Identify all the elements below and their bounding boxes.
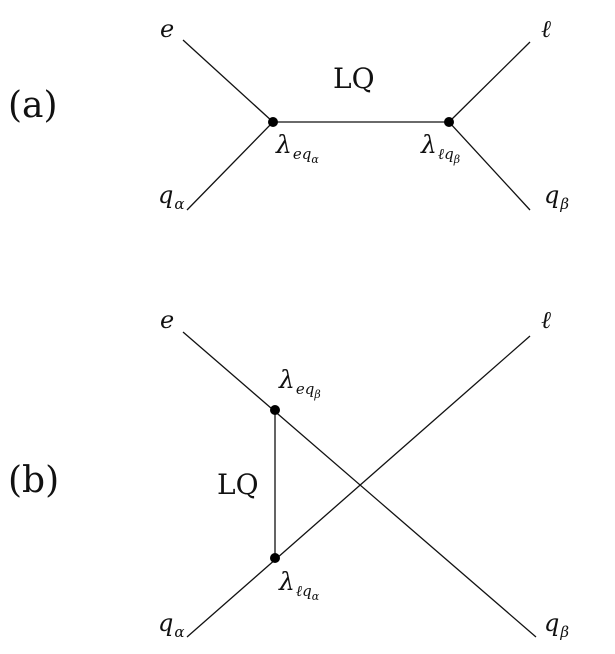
- panel-a-q-alpha-label: qα: [158, 181, 185, 213]
- panel-b-q-beta-label: qβ: [544, 609, 569, 641]
- panel-b: (b) e ℓ qα qβ LQ λeqβ λℓqα: [8, 306, 569, 641]
- panel-a-coupling-left: λeqα: [275, 130, 319, 166]
- panel-a-q-beta-label: qβ: [544, 181, 569, 213]
- panel-b-coupling-top: λeqβ: [278, 365, 321, 401]
- panel-a-lepton-line: [448, 41, 531, 123]
- panel-a: (a) e ℓ qα qβ LQ λeqα λℓqβ: [8, 15, 569, 213]
- panel-a-electron-label: e: [160, 15, 174, 43]
- panel-b-vertex-top: [270, 405, 280, 415]
- panel-b-label: (b): [8, 460, 59, 501]
- panel-b-electron-label: e: [160, 306, 174, 334]
- panel-b-coupling-bottom: λℓqα: [278, 567, 320, 603]
- panel-b-lq-label: LQ: [217, 468, 259, 501]
- panel-a-vertex-right: [444, 117, 454, 127]
- panel-a-electron-line: [182, 39, 274, 123]
- panel-a-label: (a): [8, 85, 58, 126]
- panel-b-lepton-line: [186, 335, 531, 638]
- panel-a-q-alpha-line: [186, 121, 274, 211]
- panel-a-q-beta-line: [448, 121, 531, 211]
- panel-b-q-alpha-label: qα: [158, 609, 185, 641]
- panel-a-coupling-right: λℓqβ: [420, 130, 460, 166]
- panel-b-lepton-label: ℓ: [541, 306, 551, 334]
- panel-b-vertex-bottom: [270, 553, 280, 563]
- panel-a-vertex-left: [268, 117, 278, 127]
- panel-b-electron-line: [182, 331, 537, 638]
- panel-a-lq-label: LQ: [333, 62, 375, 95]
- panel-a-lepton-label: ℓ: [541, 15, 551, 43]
